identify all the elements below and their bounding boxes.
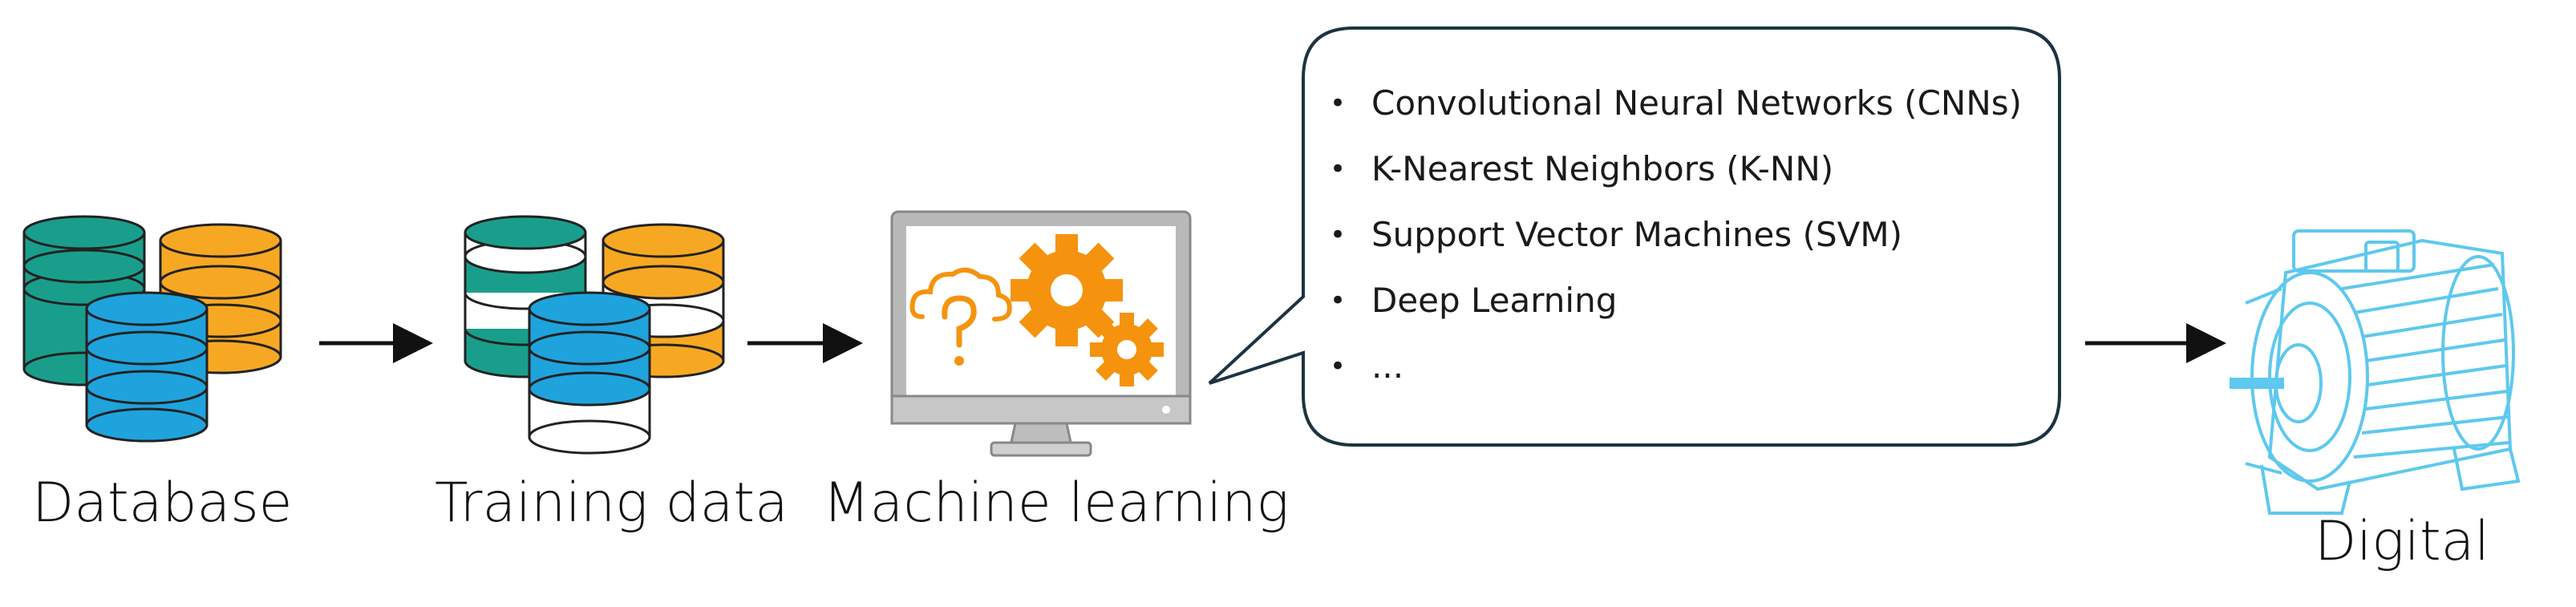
list-item: •K-Nearest Neighbors (K-NN)	[1330, 149, 1834, 188]
list-item: •...	[1330, 346, 1404, 386]
method-deep-learning: Deep Learning	[1371, 281, 1618, 320]
label-training-data: Training data	[435, 471, 788, 535]
list-item: •Deep Learning	[1330, 281, 1618, 320]
label-digital: Digital	[2315, 510, 2490, 573]
speech-bubble	[1208, 26, 2061, 447]
method-cnn: Convolutional Neural Networks (CNNs)	[1371, 83, 2023, 123]
electric-motor-icon	[2230, 229, 2521, 515]
method-svm: Support Vector Machines (SVM)	[1371, 215, 1903, 254]
method-knn: K-Nearest Neighbors (K-NN)	[1371, 149, 1834, 188]
database-stack-icon	[22, 215, 282, 443]
label-machine-learning: Machine learning	[823, 471, 1290, 535]
list-item: •Support Vector Machines (SVM)	[1330, 215, 1903, 254]
label-database: Database	[32, 471, 293, 535]
list-item: •Convolutional Neural Networks (CNNs)	[1330, 83, 2023, 123]
monitor-gears-icon	[890, 210, 1192, 457]
method-more: ...	[1371, 346, 1404, 386]
training-data-stack-icon	[464, 215, 725, 455]
ml-methods-list: •Convolutional Neural Networks (CNNs) •K…	[1315, 71, 2022, 399]
